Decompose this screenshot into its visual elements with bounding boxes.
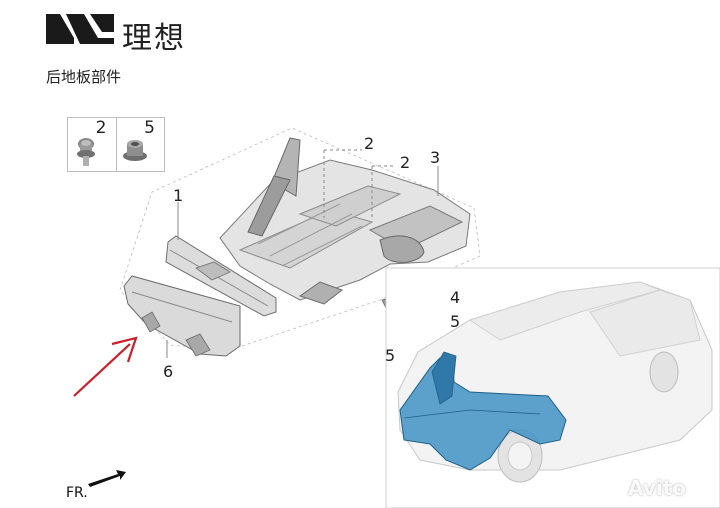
avito-watermark: Avito <box>628 476 686 500</box>
callout-5: 5 <box>385 346 396 365</box>
front-direction-label: FR. <box>66 485 88 501</box>
fastener-cell-nut: 5 <box>115 118 165 171</box>
fastener-number: 2 <box>95 118 107 138</box>
callout-6: 6 <box>163 362 174 381</box>
fastener-cell-bolt: 2 <box>68 118 116 171</box>
li-auto-logo-icon <box>46 14 114 44</box>
callout-2: 2 <box>400 153 411 172</box>
front-direction-arrow <box>88 470 126 487</box>
fastener-legend: 2 5 <box>67 117 165 172</box>
rear-floor-pan <box>219 137 471 305</box>
rear-panel <box>123 275 241 357</box>
callout-2: 2 <box>364 134 375 153</box>
fastener-number: 5 <box>144 118 155 138</box>
callout-1: 1 <box>173 186 184 205</box>
red-pointer-arrow <box>73 336 138 397</box>
brand-name: 理想 <box>122 21 186 56</box>
bolt-icon <box>77 138 95 166</box>
callout-5: 5 <box>450 312 461 331</box>
cross-member <box>165 235 277 317</box>
flange-nut-icon <box>122 140 147 161</box>
page-subtitle: 后地板部件 <box>46 68 122 86</box>
callout-4: 4 <box>450 288 461 307</box>
callout-3: 3 <box>430 148 441 167</box>
vehicle-inset <box>385 267 720 508</box>
